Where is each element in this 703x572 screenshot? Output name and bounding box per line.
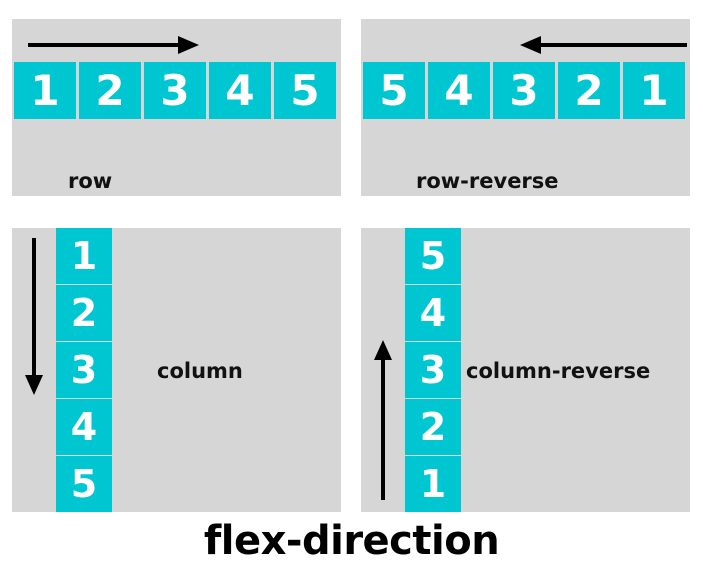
flex-item: 1 (405, 456, 461, 512)
arrow-down-icon (22, 238, 46, 402)
flex-item: 5 (363, 62, 425, 119)
flex-item: 5 (274, 62, 336, 119)
panel-column: 1 2 3 4 5 column (12, 228, 341, 512)
flex-item: 3 (405, 342, 461, 398)
flex-item: 1 (56, 228, 112, 284)
arrow-left-icon (516, 33, 690, 61)
flex-item: 3 (144, 62, 206, 119)
panel-column-reverse: 5 4 3 2 1 column-reverse (361, 228, 690, 512)
panel-label-row: row (68, 169, 113, 193)
flex-item: 4 (428, 62, 490, 119)
arrow-right-icon (28, 33, 203, 61)
flex-item: 5 (56, 456, 112, 512)
diagram-title: flex-direction (203, 518, 500, 564)
panel-row: 1 2 3 4 5 row (12, 19, 341, 196)
flex-item: 2 (56, 285, 112, 341)
flex-item: 3 (493, 62, 555, 119)
flex-item: 4 (209, 62, 271, 119)
panel-label-row-reverse: row-reverse (416, 169, 559, 193)
flex-item: 1 (14, 62, 76, 119)
flex-item: 3 (56, 342, 112, 398)
flex-item: 2 (558, 62, 620, 119)
flex-item: 2 (405, 399, 461, 455)
flex-item: 5 (405, 228, 461, 284)
panel-label-column-reverse: column-reverse (466, 359, 651, 383)
panel-label-column: column (157, 359, 243, 383)
arrow-up-icon (371, 238, 395, 512)
flex-item: 1 (623, 62, 685, 119)
flex-item: 4 (405, 285, 461, 341)
panel-row-reverse: 5 4 3 2 1 row-reverse (361, 19, 690, 196)
flex-item: 4 (56, 399, 112, 455)
flex-item: 2 (79, 62, 141, 119)
